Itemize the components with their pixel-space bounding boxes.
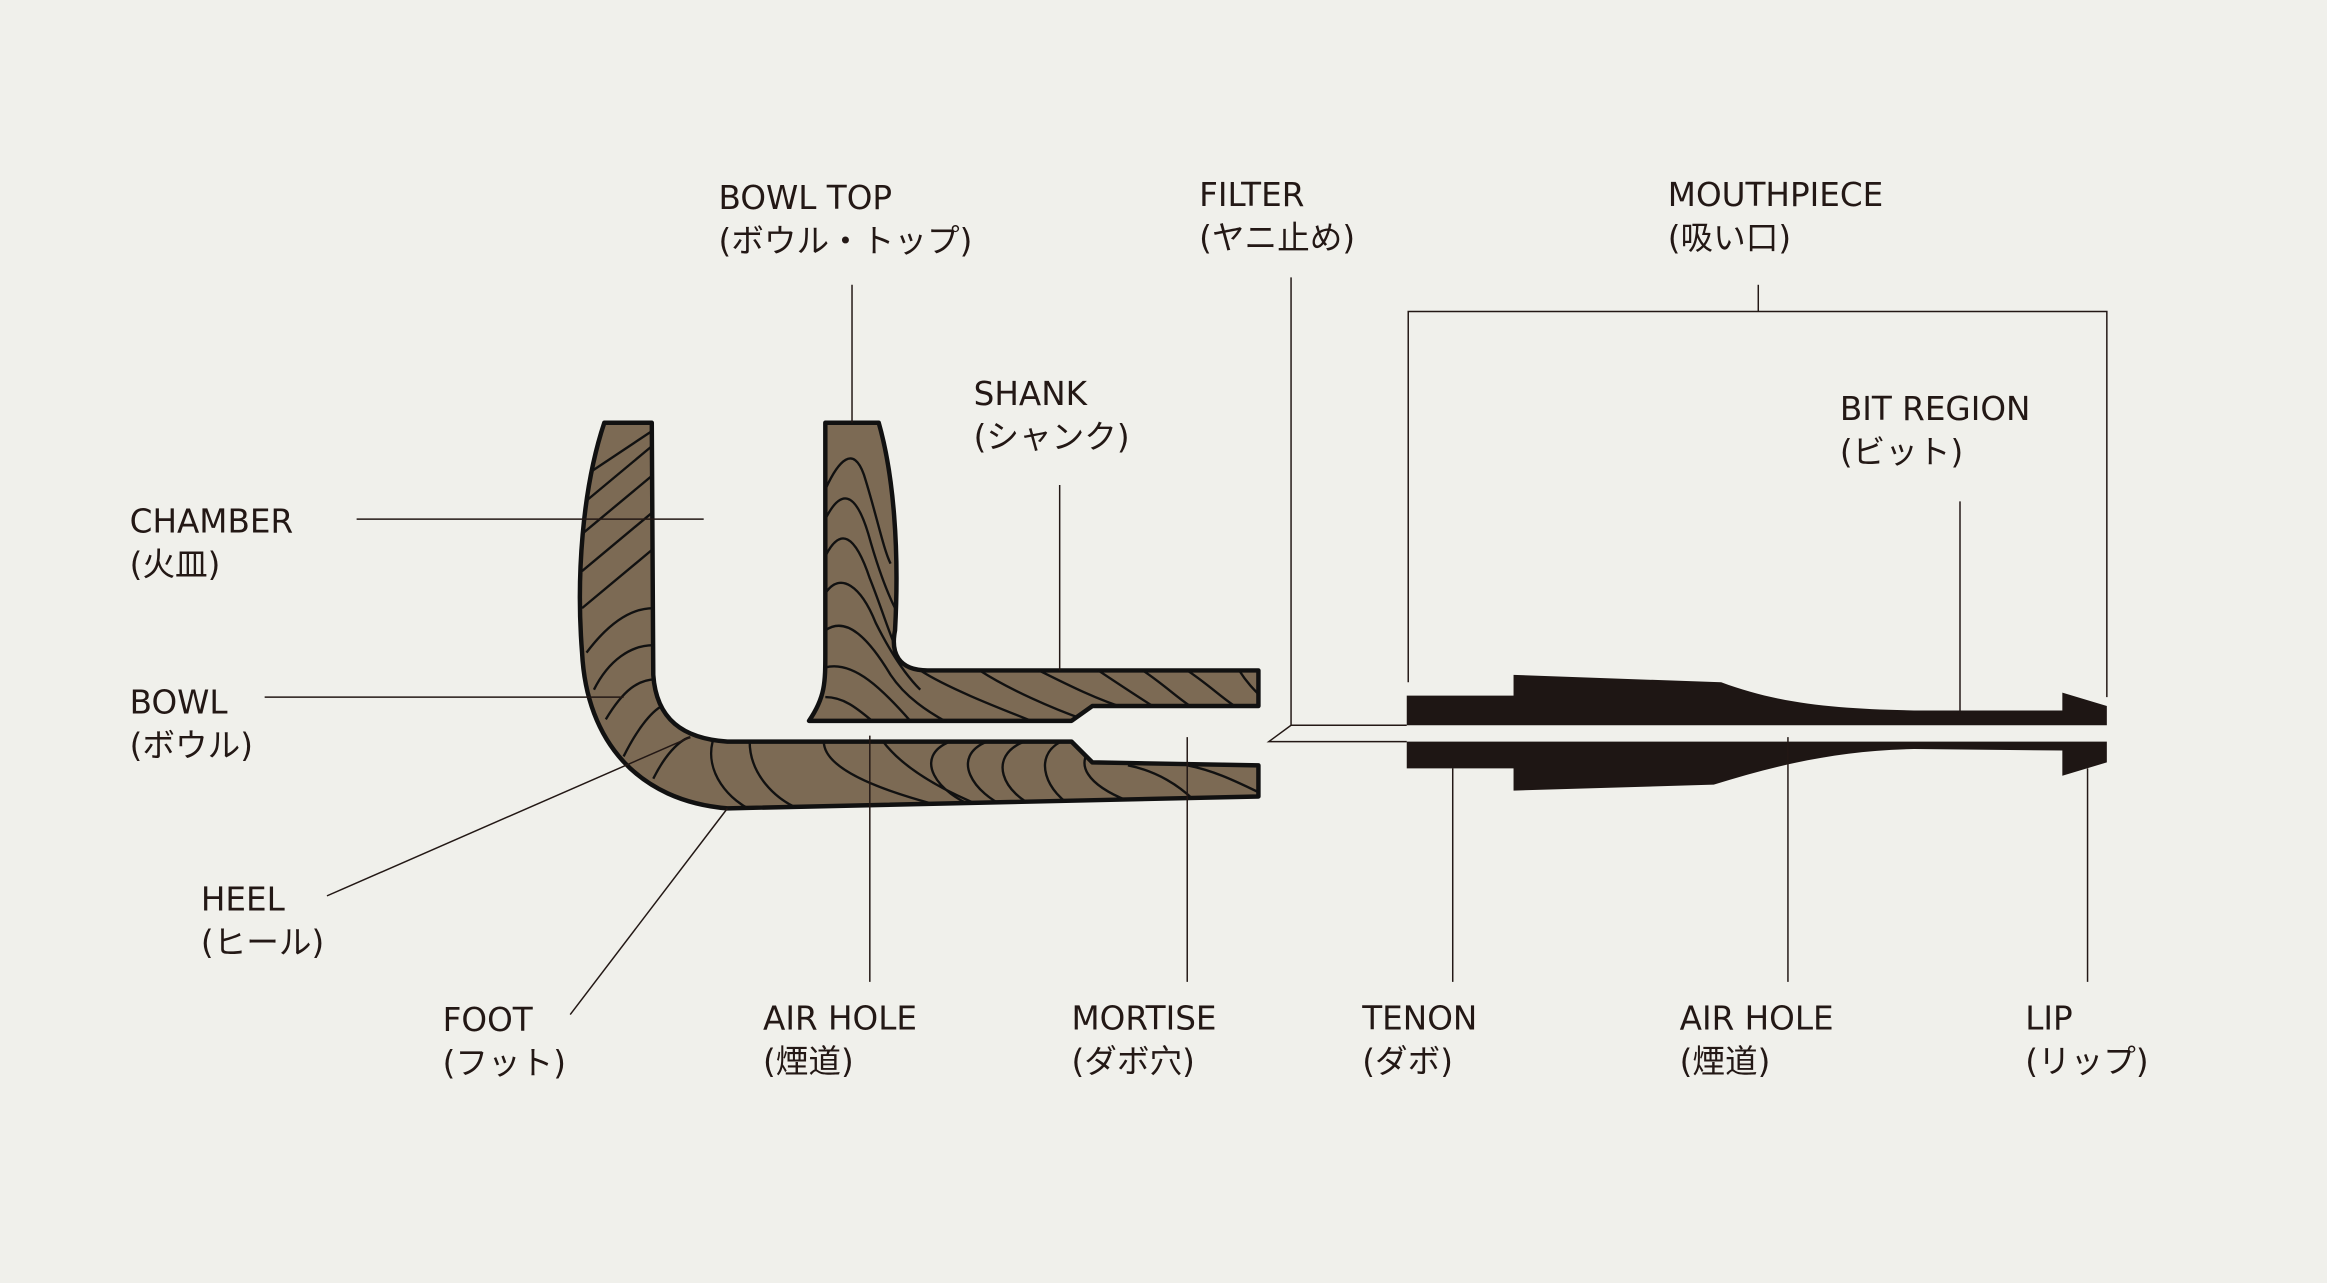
svg-text:(ヤニ止め): (ヤニ止め) [1199, 219, 1355, 257]
svg-text:(火皿): (火皿) [130, 545, 221, 583]
label-air-hole-stummel: AIR HOLE (煙道) [763, 999, 917, 1080]
svg-text:(ダボ): (ダボ) [1362, 1042, 1453, 1080]
svg-text:BOWL: BOWL [130, 683, 228, 721]
label-heel: HEEL (ヒール) [201, 881, 324, 962]
svg-text:BOWL TOP: BOWL TOP [719, 179, 893, 217]
svg-text:LIP: LIP [2025, 999, 2072, 1037]
label-filter: FILTER (ヤニ止め) [1199, 176, 1355, 257]
label-tenon: TENON (ダボ) [1361, 999, 1477, 1080]
label-bit-region: BIT REGION (ビット) [1840, 390, 2031, 471]
svg-text:MOUTHPIECE: MOUTHPIECE [1668, 176, 1883, 214]
svg-text:(吸い口): (吸い口) [1668, 219, 1791, 257]
svg-text:(煙道): (煙道) [763, 1042, 854, 1080]
svg-text:(ボウル): (ボウル) [130, 726, 253, 764]
svg-text:SHANK: SHANK [974, 375, 1089, 413]
svg-text:MORTISE: MORTISE [1072, 999, 1217, 1037]
svg-text:AIR HOLE: AIR HOLE [763, 999, 917, 1037]
svg-text:(ボウル・トップ): (ボウル・トップ) [719, 222, 973, 260]
svg-text:(ダボ穴): (ダボ穴) [1072, 1042, 1195, 1080]
svg-text:AIR HOLE: AIR HOLE [1680, 999, 1834, 1037]
svg-text:(フット): (フット) [443, 1044, 566, 1082]
label-chamber: CHAMBER (火皿) [130, 502, 293, 583]
label-bowl: BOWL (ボウル) [130, 683, 253, 764]
label-foot: FOOT (フット) [443, 1001, 566, 1082]
svg-text:FILTER: FILTER [1199, 176, 1304, 214]
svg-text:TENON: TENON [1361, 999, 1477, 1037]
stummel-upper [806, 420, 1261, 724]
svg-text:(シャンク): (シャンク) [974, 418, 1130, 456]
svg-text:BIT REGION: BIT REGION [1840, 390, 2031, 428]
label-air-hole-stem: AIR HOLE (煙道) [1680, 999, 1834, 1080]
svg-text:(リップ): (リップ) [2025, 1042, 2148, 1080]
label-shank: SHANK (シャンク) [974, 375, 1130, 456]
leader-lines [264, 277, 2108, 1015]
svg-text:HEEL: HEEL [201, 881, 285, 919]
stummel-lower [577, 420, 1261, 811]
mouthpiece-shape [1406, 674, 2107, 791]
filter-shape [1266, 724, 1407, 743]
label-mouthpiece: MOUTHPIECE (吸い口) [1668, 176, 1883, 257]
svg-text:CHAMBER: CHAMBER [130, 502, 293, 540]
label-lip: LIP (リップ) [2025, 999, 2148, 1080]
label-bowl-top: BOWL TOP (ボウル・トップ) [719, 179, 973, 260]
svg-text:(煙道): (煙道) [1680, 1042, 1771, 1080]
svg-text:(ビット): (ビット) [1840, 433, 1963, 471]
svg-text:(ヒール): (ヒール) [201, 924, 324, 962]
label-mortise: MORTISE (ダボ穴) [1072, 999, 1217, 1080]
svg-text:FOOT: FOOT [443, 1001, 534, 1039]
